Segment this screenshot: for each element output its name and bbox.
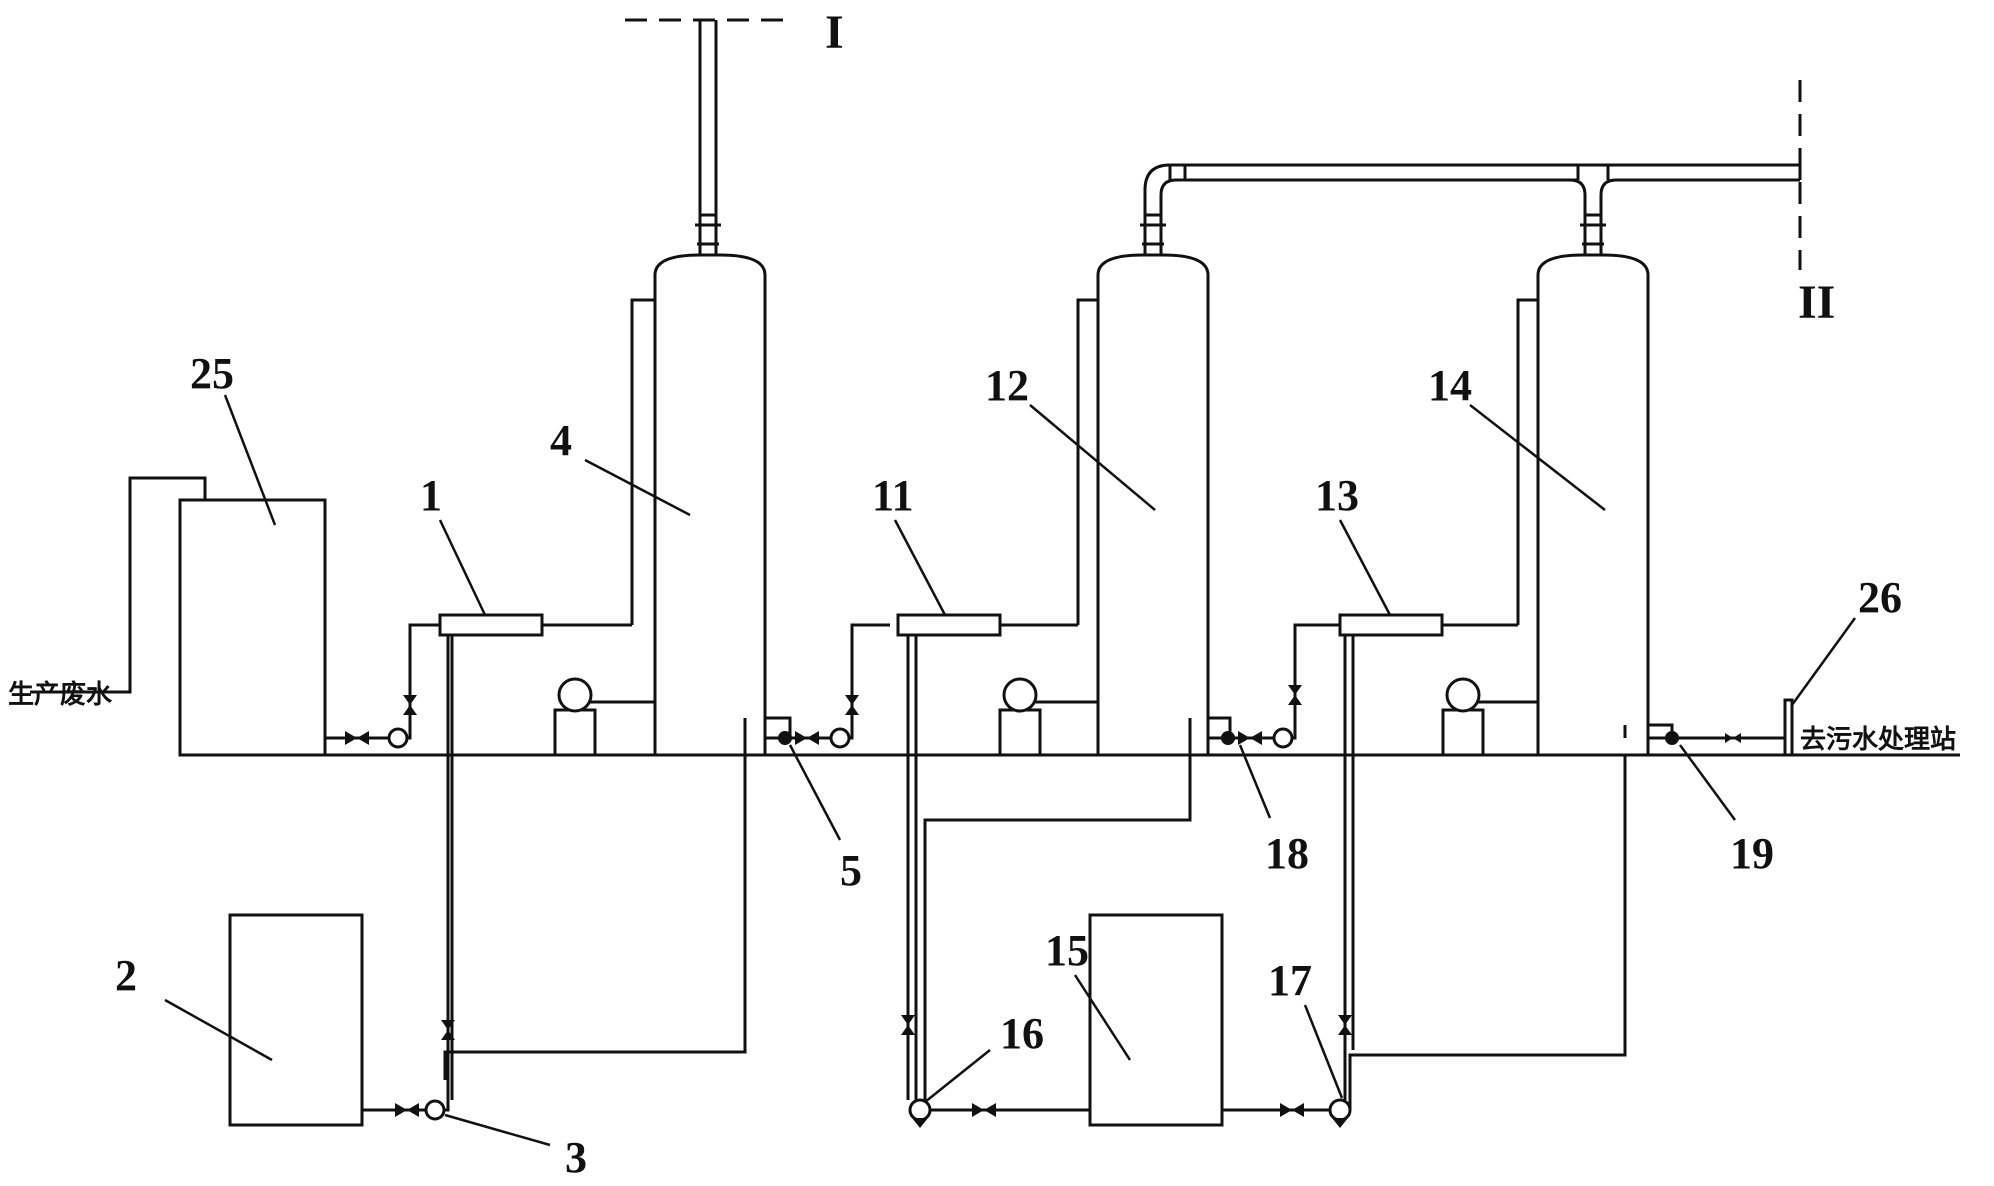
circulation-pump-1 <box>553 677 655 757</box>
pump-icon <box>424 1099 446 1121</box>
dosing-line-1 <box>362 635 455 1121</box>
feed-tank <box>178 498 327 757</box>
label-outlet-26: 26 <box>1858 573 1902 622</box>
pump-17-line <box>1222 635 1627 1128</box>
leader-column-2 <box>1029 404 1156 511</box>
column-2 <box>1096 163 1800 757</box>
pump-16-line <box>901 635 1090 1128</box>
leader-pump-5 <box>788 744 842 841</box>
leader-pump-18 <box>1238 744 1272 819</box>
pump-icon <box>829 727 851 749</box>
outlet-label: 去污水处理站 <box>1800 725 1956 755</box>
label-dosing-tank-1: 2 <box>115 951 137 1000</box>
heater-2 <box>896 613 1002 637</box>
column-3 <box>1536 80 1802 757</box>
leader-outlet-26 <box>1790 617 1857 706</box>
pump-icon <box>1328 1098 1352 1122</box>
heater-3 <box>1338 613 1444 637</box>
label-heater-1: 1 <box>420 471 442 520</box>
leader-pump-16 <box>924 1049 991 1103</box>
feed-line <box>325 623 440 749</box>
circulation-pump-3 <box>1441 677 1538 757</box>
pump-icon <box>908 1098 932 1122</box>
pump-icon <box>1272 727 1294 749</box>
label-pump-18: 18 <box>1265 829 1309 878</box>
heater-1 <box>438 613 544 637</box>
label-pump-3: 3 <box>565 1133 587 1182</box>
section-label-1: I <box>825 6 844 59</box>
label-pump-19: 19 <box>1730 829 1774 878</box>
column-1-bottom-outlet <box>443 623 890 1080</box>
column-1 <box>625 18 790 757</box>
leader-dosing-tank-1 <box>164 998 273 1062</box>
label-feed-tank: 25 <box>190 349 234 398</box>
leader-heater-3 <box>1338 519 1392 616</box>
label-column-3: 14 <box>1428 361 1472 410</box>
leader-column-3 <box>1469 404 1606 511</box>
column-2-bottom-outlet <box>923 623 1340 1100</box>
leader-pump-19 <box>1678 744 1737 821</box>
leader-dosing-tank-2 <box>1073 974 1132 1061</box>
pump-icon <box>387 727 409 749</box>
inlet-label: 生产废水 <box>8 679 113 710</box>
section-label-2: II <box>1798 276 1835 329</box>
leader-heater-1 <box>438 519 487 616</box>
leader-column-1 <box>584 458 691 517</box>
label-heater-2: 11 <box>872 471 914 520</box>
circulation-pump-2 <box>998 677 1098 757</box>
column-3-bottom-outlet <box>1623 698 1794 755</box>
label-column-2: 12 <box>985 361 1029 410</box>
leader-pump-17 <box>1303 1004 1344 1099</box>
leader-pump-3 <box>444 1113 551 1147</box>
dosing-tank-1 <box>228 913 364 1127</box>
dosing-tank-2 <box>1088 913 1224 1127</box>
label-column-1: 4 <box>550 416 572 465</box>
leader-heater-2 <box>893 519 947 616</box>
label-heater-3: 13 <box>1315 471 1359 520</box>
label-dosing-tank-2: 15 <box>1045 926 1089 975</box>
leader-feed-tank <box>223 394 277 526</box>
label-pump-16: 16 <box>1000 1009 1044 1058</box>
label-pump-5: 5 <box>840 846 862 895</box>
label-pump-17: 17 <box>1268 956 1312 1005</box>
